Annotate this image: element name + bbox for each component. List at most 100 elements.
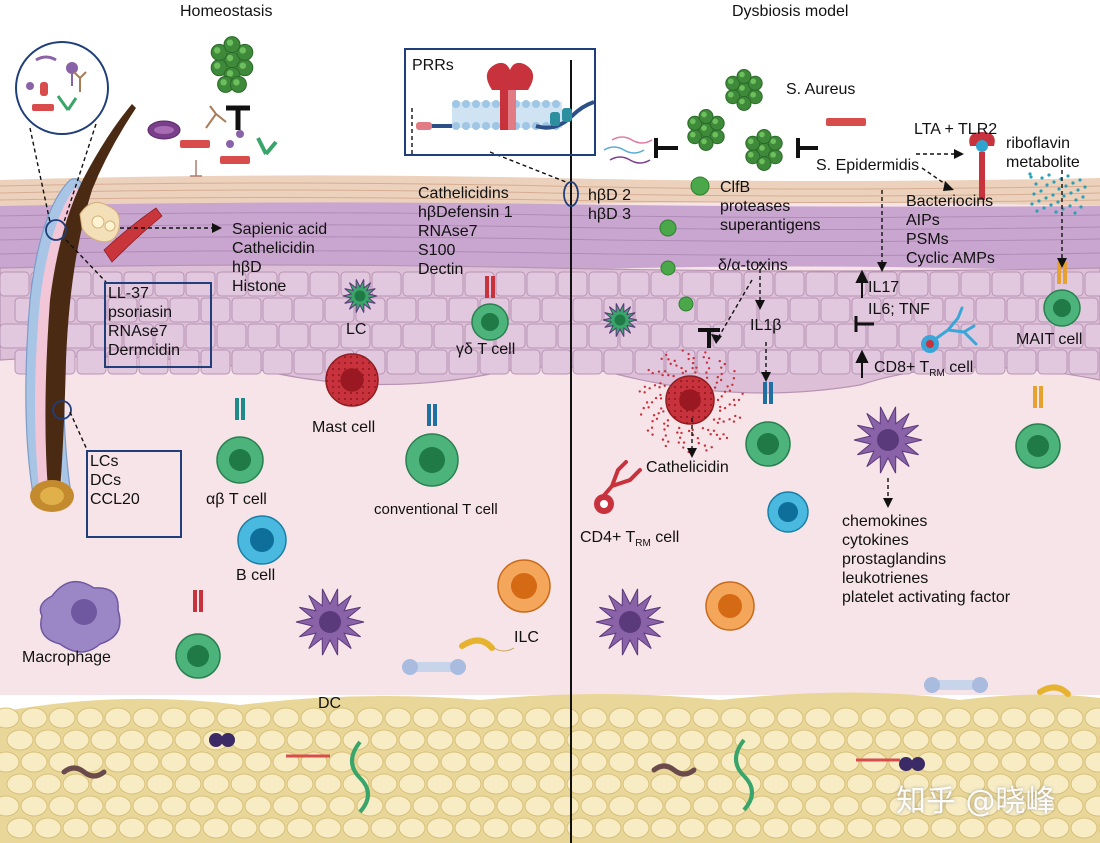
sebaceous-gland-icon: [79, 201, 121, 243]
riboflavin-line: riboflavin: [1006, 135, 1071, 152]
b-cell-icon: [237, 515, 287, 565]
label-mait-cell: MAIT cell: [1016, 331, 1083, 348]
dendritic-cell-icon: [295, 588, 365, 656]
label-ab-t-cell: αβ T cell: [206, 491, 267, 508]
phage-lines: [603, 136, 653, 164]
mediator-item: cytokines: [842, 532, 909, 549]
immune-item: DCs: [90, 472, 122, 489]
label-cd4-trm: CD4+ TRM cell: [580, 529, 680, 550]
factor-item: Cyclic AMPs: [906, 250, 995, 267]
mediator-item: platelet activating factor: [842, 589, 1011, 606]
amp-item: RNAse7: [418, 223, 478, 240]
dendritic-cell-icon: [602, 303, 638, 337]
label-macrophage: Macrophage: [22, 649, 111, 666]
commensal-microbes-icon: [147, 105, 278, 177]
amp-item: S100: [418, 242, 456, 259]
immune-box: [86, 450, 182, 538]
amp-item: Dermcidin: [108, 342, 181, 359]
conventional-t-cell-icon: [405, 433, 459, 487]
hbd-item: hβD 2: [588, 187, 631, 204]
epidermal-amps: Cathelicidins hβDefensin 1 RNAse7 S100 D…: [418, 184, 513, 279]
hbd-item: hβD 3: [588, 206, 631, 223]
t-cell-icon: [745, 421, 791, 467]
immune-item: LCs: [90, 453, 119, 470]
factor-item: ClfB: [720, 179, 751, 196]
label-s-aureus: S. Aureus: [786, 81, 856, 98]
b-cell-icon: [767, 491, 809, 533]
ilc-icon: [497, 559, 551, 613]
factor-item: AIPs: [906, 212, 940, 229]
prr-inset-box: [404, 48, 596, 156]
label-lc: LC: [346, 321, 367, 338]
factor-item: superantigens: [720, 217, 821, 234]
t-cell-icon: [175, 633, 221, 679]
prr-label: PRRs: [412, 57, 454, 74]
riboflavin-label: riboflavin metabolite: [1006, 134, 1080, 172]
label-ilc: ILC: [514, 629, 539, 646]
factor-item: Bacteriocins: [906, 193, 994, 210]
label-lta-tlr2: LTA + TLR2: [914, 121, 998, 138]
mediator-item: leukotrienes: [842, 570, 929, 587]
title-homeostasis: Homeostasis: [180, 3, 273, 20]
bacteria-cluster-icon: [745, 129, 783, 171]
product-item: Histone: [232, 278, 287, 295]
bacteria-cluster-icon: [687, 109, 725, 151]
immune-list: LCs DCs CCL20: [90, 452, 140, 509]
label-cd8-trm: CD8+ TRM cell: [874, 359, 974, 380]
hair-follicle-icon: [25, 104, 136, 512]
hair-amp-box: [104, 282, 212, 368]
inhibition-bar-icon: [698, 328, 720, 348]
dendritic-cell-icon: [853, 406, 923, 474]
label-il17: IL17: [868, 279, 900, 296]
sebaceous-products: Sapienic acid Cathelicidin hβD Histone: [232, 220, 327, 296]
title-dysbiosis: Dysbiosis model: [732, 3, 849, 20]
product-item: Cathelicidin: [232, 240, 315, 257]
amp-item: Cathelicidins: [418, 185, 509, 202]
label-conventional-t-cell: conventional T cell: [374, 501, 498, 518]
label-gd-t-cell: γδ T cell: [456, 341, 516, 358]
bottom-microbes: [61, 637, 1071, 814]
label-il1b: IL1β: [750, 317, 782, 334]
label-s-epidermidis: S. Epidermidis: [816, 157, 920, 174]
factor-item: proteases: [720, 198, 791, 215]
label-toxins: δ/α-toxins: [718, 257, 788, 274]
bacteria-cluster-icon: [210, 36, 254, 93]
dendritic-cell-icon: [342, 279, 378, 313]
hair-amp-list: LL-37 psoriasin RNAse7 Dermcidin: [108, 284, 180, 360]
label-dc: DC: [318, 695, 342, 712]
label-b-cell: B cell: [236, 567, 276, 584]
mediator-item: chemokines: [842, 513, 928, 530]
mast-cell-icon: [665, 375, 715, 425]
immune-item: CCL20: [90, 491, 140, 508]
ab-t-cell-icon: [216, 436, 264, 484]
bacteria-cluster-icon: [725, 69, 763, 111]
product-item: Sapienic acid: [232, 221, 328, 238]
macrophage-icon: [39, 580, 121, 653]
mait-cell-icon: [1043, 289, 1081, 327]
amp-item: RNAse7: [108, 323, 168, 340]
receptor-icon: [969, 132, 995, 200]
mast-cell-icon: [325, 353, 379, 407]
s-epidermidis-icon: [826, 118, 866, 126]
hbd-labels: hβD 2 hβD 3: [588, 186, 631, 224]
s-epidermidis-factors: Bacteriocins AIPs PSMs Cyclic AMPs: [906, 192, 995, 268]
ilc-icon: [705, 581, 755, 631]
mediator-item: prostaglandins: [842, 551, 947, 568]
cd4-trm-cell-icon: [594, 460, 642, 514]
label-cathelicidin: Cathelicidin: [646, 459, 729, 476]
label-il6-tnf: IL6; TNF: [868, 301, 930, 318]
label-mast-cell: Mast cell: [312, 419, 376, 436]
product-item: hβD: [232, 259, 262, 276]
factor-item: PSMs: [906, 231, 949, 248]
mediator-list: chemokines cytokines prostaglandins leuk…: [842, 512, 1010, 607]
amp-item: Dectin: [418, 261, 464, 278]
watermark: 知乎 @晓峰: [896, 784, 1056, 819]
dendritic-cell-icon: [595, 588, 665, 656]
cd8-trm-cell-icon: [921, 306, 978, 353]
s-aureus-factors: ClfB proteases superantigens: [720, 178, 821, 235]
amp-item: LL-37: [108, 285, 149, 302]
gd-t-cell-icon: [471, 303, 509, 341]
t-cell-icon: [1015, 423, 1061, 469]
